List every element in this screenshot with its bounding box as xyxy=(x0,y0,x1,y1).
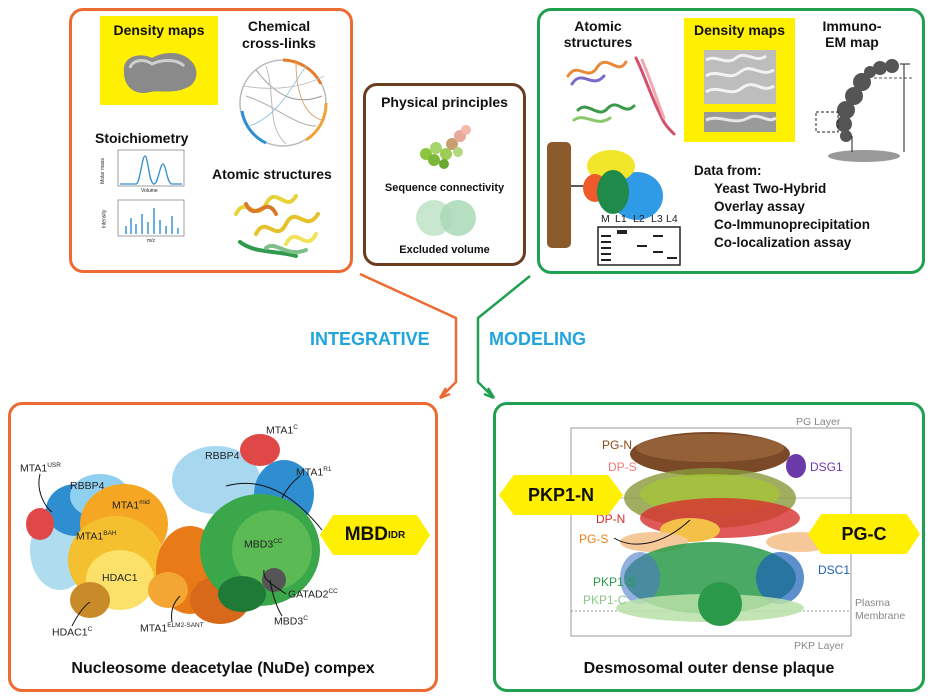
atomic-structure-ribbons-right xyxy=(566,56,676,136)
sequence-connectivity-label: Sequence connectivity xyxy=(384,182,505,194)
atomic-structures-title-right: Atomic structures xyxy=(563,18,633,50)
pkp-layer-label: PKP Layer xyxy=(794,640,845,652)
bead-model-icon xyxy=(420,125,471,169)
mass-spectrum xyxy=(117,199,185,237)
assay-co-immunoprecipitation: Co-Immunoprecipitation xyxy=(714,217,870,232)
crosslink-circle-plot xyxy=(239,58,328,147)
label-mta1-c: MTA1C xyxy=(266,424,298,437)
label-gatad2-cc: GATAD2CC xyxy=(288,588,338,601)
density-maps-title-right: Density maps xyxy=(693,22,786,38)
label-mta1-mid: MTA1mid xyxy=(112,499,150,512)
integrative-label: INTEGRATIVE xyxy=(310,329,430,349)
physical-principles-panel xyxy=(363,83,526,266)
label-rbbp4-top: RBBP4 xyxy=(205,450,240,462)
stoichiometry-title: Stoichiometry xyxy=(95,130,189,146)
immuno-em-title: Immuno-EM map xyxy=(822,18,882,50)
lane-label-l1: L1 xyxy=(615,213,627,225)
stoichiometry-chromatogram xyxy=(117,149,185,187)
excluded-volume-label: Excluded volume xyxy=(399,244,490,256)
modeling-label: MODELING xyxy=(489,329,586,349)
physical-principles-title: Physical principles xyxy=(381,94,508,110)
label-pg-n: PG-N xyxy=(602,438,632,452)
label-pkp1-c: PKP1-C xyxy=(583,593,627,607)
label-dp-n: DP-N xyxy=(596,512,626,526)
pg-c-tag: PG-C xyxy=(808,514,920,554)
nude-complex-model xyxy=(26,434,320,624)
volume-axis-label: Volume xyxy=(141,188,158,194)
lane-label-l4: L4 xyxy=(666,213,678,225)
density-map-image-right xyxy=(704,50,777,132)
label-mta1-bah: MTA1BAH xyxy=(76,530,117,543)
crosslinks-title: Chemical cross-links xyxy=(242,18,316,51)
gel-image xyxy=(597,226,681,266)
label-pkp1-s: PKP1-S xyxy=(593,575,636,589)
assay-overlay: Overlay assay xyxy=(714,199,805,214)
label-hdac1-c: HDAC1C xyxy=(52,626,93,639)
lane-label-l3: L3 xyxy=(651,213,663,225)
label-mta1-elm2-sant: MTA1ELM2-SANT xyxy=(140,622,204,635)
assay-co-localization: Co-localization assay xyxy=(714,235,852,250)
two-hybrid-illustration xyxy=(547,142,663,248)
label-mbd3-cc: MBD3CC xyxy=(244,538,283,551)
plasma-membrane-label: Plasma Membrane xyxy=(855,597,906,622)
assay-yeast-two-hybrid: Yeast Two-Hybrid xyxy=(714,181,827,196)
density-map-image xyxy=(123,53,197,94)
label-pg-s: PG-S xyxy=(579,532,609,546)
label-rbbp4-left: RBBP4 xyxy=(70,480,105,492)
immuno-em-diagram xyxy=(815,59,912,162)
label-mta1-usr: MTA1USR xyxy=(20,462,61,475)
data-from-title: Data from: xyxy=(694,163,762,178)
pkp1-n-tag: PKP1-N xyxy=(499,475,623,515)
desmosome-caption: Desmosomal outer dense plaque xyxy=(583,660,835,677)
label-dsc1: DSC1 xyxy=(818,563,851,577)
mz-axis-label: m/z xyxy=(147,238,156,244)
label-mbd3-c: MBD3C xyxy=(274,615,308,628)
label-mta1-r1: MTA1R1 xyxy=(296,466,332,479)
label-hdac1: HDAC1 xyxy=(102,572,138,584)
label-dp-s: DP-S xyxy=(608,460,637,474)
lane-label-m: M xyxy=(601,213,610,225)
atomic-structures-title-left: Atomic structures xyxy=(212,166,332,182)
desmosome-model xyxy=(616,432,834,626)
density-maps-title: Density maps xyxy=(113,22,205,38)
nude-caption: Nucleosome deacetylae (NuDe) compex xyxy=(71,660,375,677)
pg-layer-label: PG Layer xyxy=(796,416,841,428)
atomic-structure-ribbon-left xyxy=(234,194,320,258)
label-dsg1: DSG1 xyxy=(810,460,843,474)
excluded-volume-icon xyxy=(416,200,476,236)
lane-label-l2: L2 xyxy=(633,213,645,225)
